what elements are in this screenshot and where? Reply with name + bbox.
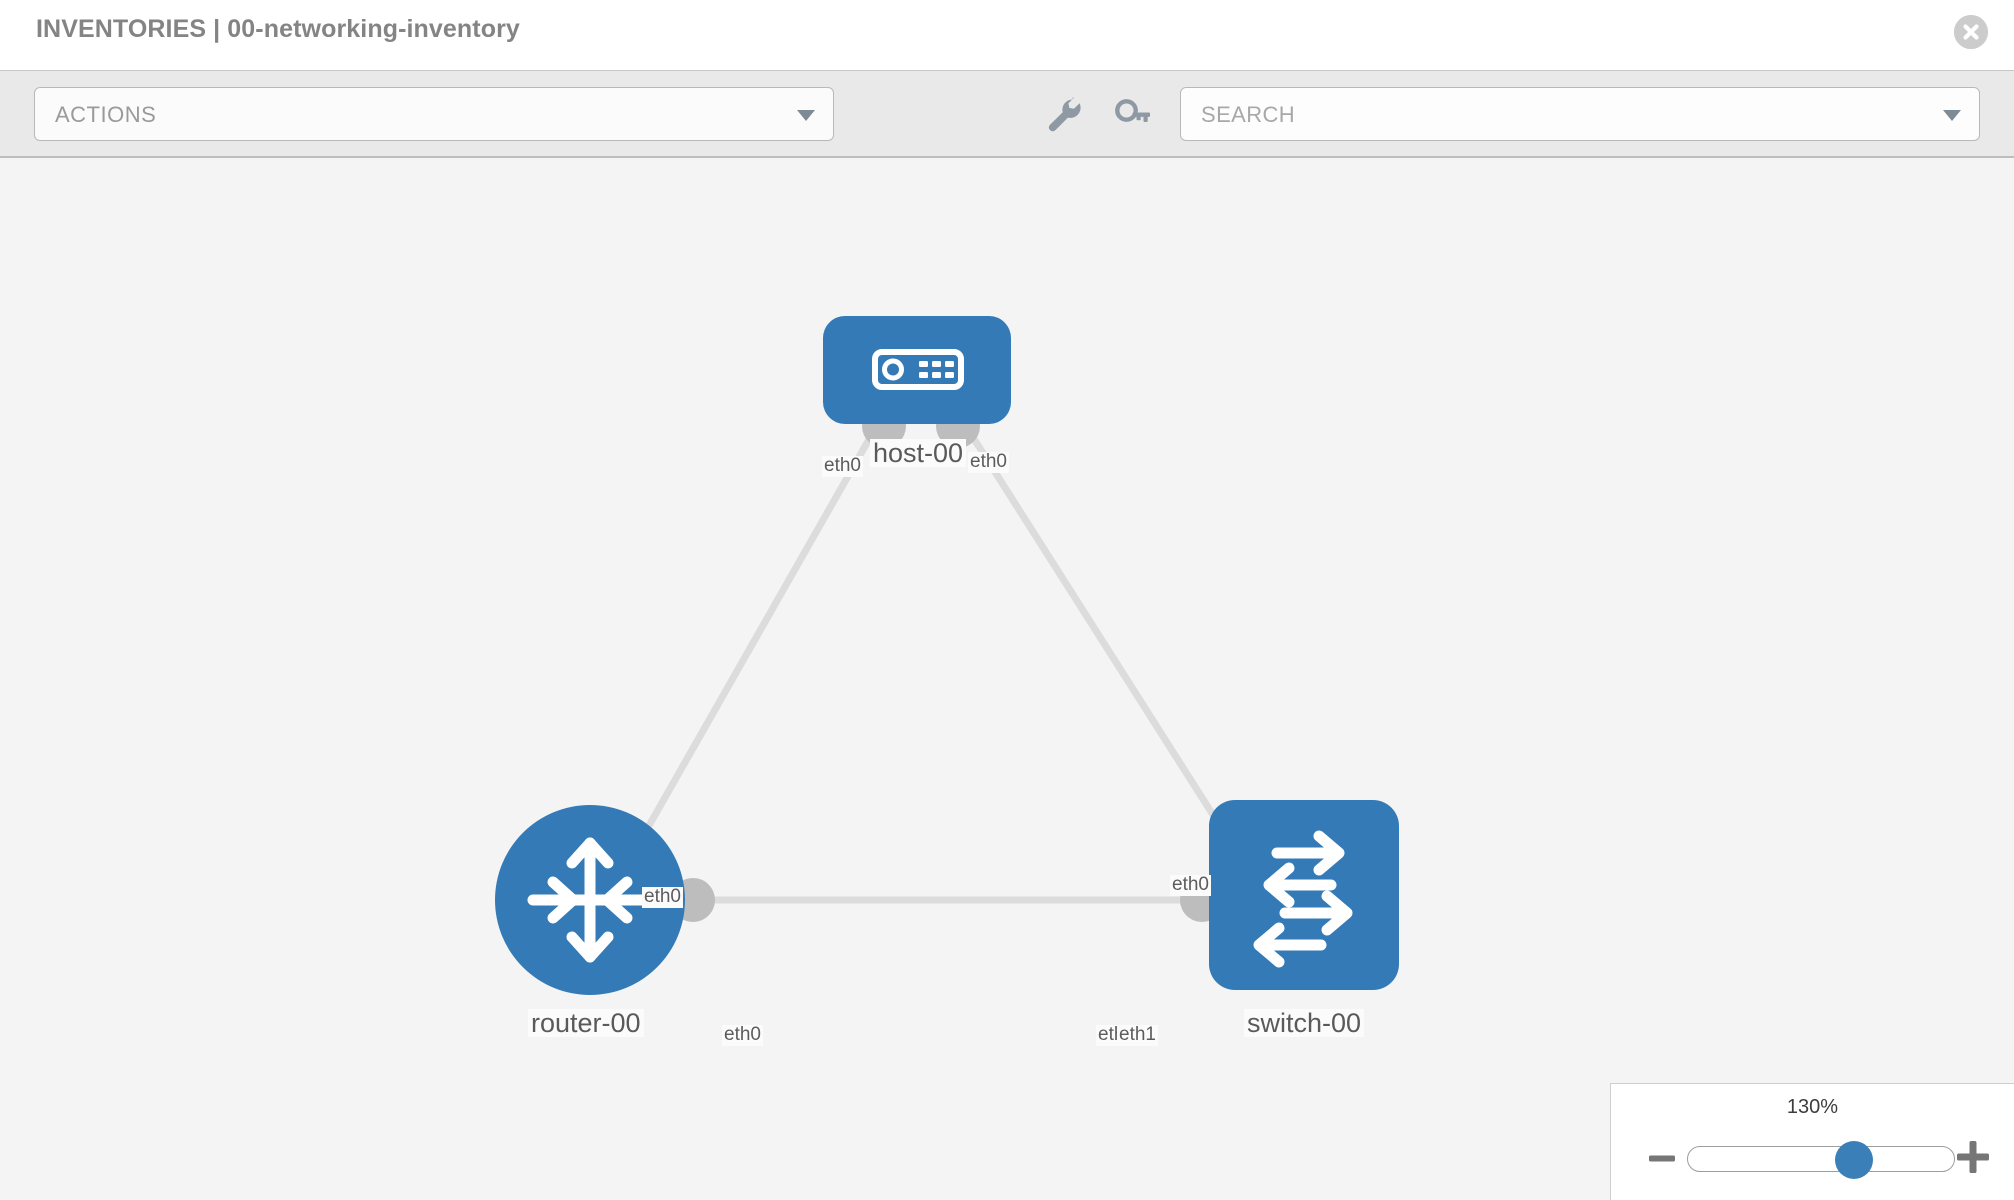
topology-canvas[interactable]: host-00 router-00 switch-00 eth0 eth0 et… [0,158,2014,1200]
interface-label-router-right: eth0 [722,1024,763,1046]
topology-graph [614,404,1261,922]
key-icon[interactable] [1110,93,1154,137]
page-header: INVENTORIES | 00-networking-inventory [0,0,2014,70]
zoom-slider-track[interactable] [1687,1141,1955,1179]
plus-icon [1957,1141,1989,1173]
wrench-icon[interactable] [1041,93,1085,137]
router-arrows-icon [527,837,653,963]
node-label-router-00: router-00 [528,1009,644,1037]
search-field-wrapper[interactable] [1180,87,1980,142]
interface-label-switch-left-overlap-b: eth1 [1117,1024,1158,1046]
chevron-down-icon [797,110,815,121]
toolbar: ACTIONS [0,70,2014,158]
chevron-down-icon[interactable] [1943,110,1961,121]
actions-dropdown-label: ACTIONS [55,102,157,127]
topology-ports [671,404,1261,922]
zoom-slider-thumb[interactable] [1835,1141,1874,1179]
link-host-switch [958,416,1252,874]
minus-icon [1649,1155,1675,1162]
search-input[interactable] [1199,88,1903,142]
close-icon[interactable] [1954,15,1988,49]
node-switch-00[interactable] [1209,800,1399,990]
page-title: INVENTORIES | 00-networking-inventory [36,15,520,43]
link-host-router [614,416,884,884]
interface-label-switch-uplink: eth0 [1170,874,1211,896]
zoom-percent-label: 130% [1786,1096,1839,1118]
actions-dropdown[interactable]: ACTIONS [34,87,834,141]
zoom-out-button[interactable] [1647,1144,1677,1174]
zoom-in-button[interactable] [1956,1140,1990,1174]
switch-arrows-icon [1253,830,1353,968]
interface-label-router-uplink: eth0 [642,886,683,908]
interface-label-host-right: eth0 [968,451,1009,473]
node-label-switch-00: switch-00 [1244,1009,1365,1037]
zoom-control-panel: 130% [1610,1083,2014,1200]
node-host-00[interactable] [823,316,1011,424]
topology-links [614,416,1252,904]
interface-label-host-left: eth0 [822,455,863,477]
server-icon [872,349,964,390]
node-label-host-00: host-00 [870,439,967,467]
